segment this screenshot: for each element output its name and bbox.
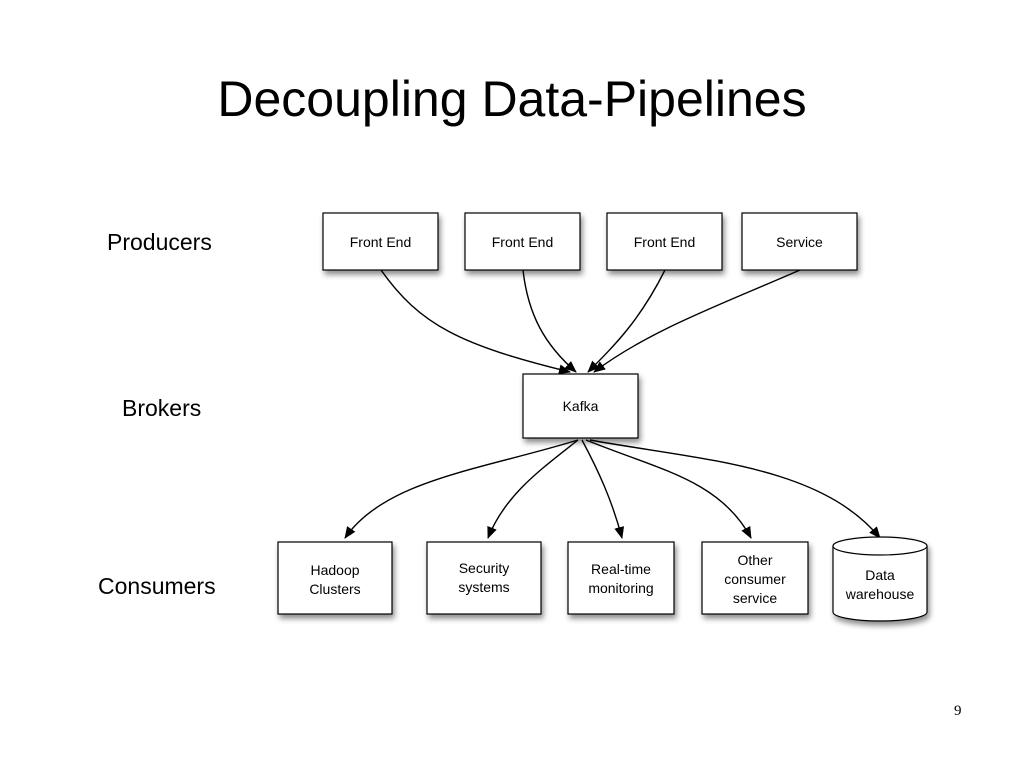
producer-node: Front End — [464, 212, 581, 271]
broker-node: Kafka — [522, 373, 639, 439]
producer-node: Front End — [322, 212, 439, 271]
page-number: 9 — [954, 703, 962, 719]
arrow-service-kafka — [593, 269, 801, 373]
arrow-kafka-security — [487, 439, 579, 539]
producer-label: Front End — [634, 234, 695, 250]
row-label-consumers: Consumers — [98, 573, 216, 599]
consumer-label: Other — [737, 552, 772, 568]
producer-node: Service — [741, 212, 858, 271]
consumer-node: Security systems — [426, 541, 542, 615]
arrow-frontend2-kafka — [522, 269, 577, 373]
producer-node: Front End — [606, 212, 723, 271]
consumer-node: Real-time monitoring — [567, 541, 675, 615]
consumer-label: Clusters — [309, 581, 360, 597]
producer-label: Front End — [350, 234, 411, 250]
broker-label: Kafka — [563, 398, 599, 414]
slide-title: Decoupling Data-Pipelines — [217, 71, 807, 127]
consumer-node: Other consumer service — [701, 541, 809, 615]
consumer-arrows — [344, 439, 881, 539]
arrow-frontend3-kafka — [587, 269, 666, 373]
consumer-label: systems — [458, 579, 509, 595]
arrow-frontend1-kafka — [380, 269, 571, 375]
arrow-kafka-realtime — [581, 439, 625, 539]
producer-label: Front End — [492, 234, 553, 250]
arrow-kafka-warehouse — [589, 439, 881, 539]
consumer-label: service — [733, 590, 778, 606]
row-label-brokers: Brokers — [122, 395, 201, 421]
consumer-label: Hadoop — [310, 562, 359, 578]
consumer-label: warehouse — [845, 586, 915, 602]
consumer-label: Data — [865, 567, 895, 583]
data-warehouse-cylinder: Data warehouse — [832, 536, 928, 622]
producer-arrows — [380, 269, 801, 375]
consumer-label: Real-time — [591, 561, 651, 577]
arrow-kafka-other — [585, 439, 752, 539]
consumer-label: monitoring — [588, 580, 653, 596]
row-label-producers: Producers — [107, 229, 212, 255]
producer-label: Service — [776, 234, 823, 250]
consumer-label: Security — [459, 560, 510, 576]
consumer-node: Hadoop Clusters — [277, 541, 393, 615]
consumer-label: consumer — [724, 571, 786, 587]
arrow-kafka-hadoop — [344, 439, 579, 539]
